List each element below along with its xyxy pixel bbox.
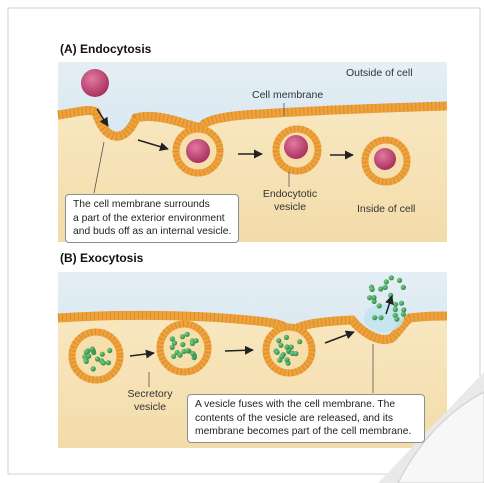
secretion-particle [396,277,403,283]
secretion-particle [180,341,186,348]
secreted-particles [82,275,407,372]
secretion-particle [401,307,407,313]
secretion-particle [283,334,289,340]
particle-internal [374,148,396,170]
secretion-particle [86,353,92,359]
caption-a-line-3: and buds off as an internal vesicle. [73,226,232,237]
secretion-particle [367,295,373,301]
secretory-label-line-2: vesicle [133,401,167,413]
endocytotic-label-line-1: Endocytotic [262,188,318,200]
caption-b-line-3: membrane becomes part of the cell membra… [195,426,412,437]
arrow-b1 [129,349,155,359]
arrow-b-release [385,295,394,315]
secretion-particle [105,360,111,366]
internal-vesicle-membrane-edge [361,136,411,186]
particle-outside [81,69,109,97]
secretion-particle [288,344,294,350]
secretion-particle [169,336,175,342]
caption-b-line-2: contents of the vesicle are released, an… [195,412,394,424]
secretion-particle [400,311,406,317]
secretion-particle [89,346,95,352]
secretion-particle [90,366,96,372]
secretion-particle [94,356,101,362]
secretion-particle [378,286,384,292]
secretion-particle [189,340,196,346]
endocytotic-label-line-2: vesicle [273,201,307,213]
cell-membrane-b [57,310,448,344]
secretion-particle [371,298,377,304]
caption-b-line-1: A vesicle fuses with the cell membrane. … [195,399,396,410]
secretion-particle [382,284,388,290]
secretion-particle [293,351,299,357]
caption-a-line-2: a part of the exterior environment [73,212,225,224]
secretion-particle [372,315,378,321]
endocytotic-vesicle-label: Endocytotic vesicle [262,188,318,214]
arrow-a2 [137,139,169,151]
cell-membrane-label: Cell membrane [252,89,324,101]
secretion-particle [169,344,175,350]
budding-vesicle-membrane-edge [172,125,224,177]
outside-of-cell-label: Outside of cell [346,67,413,79]
secretion-particle [278,342,284,348]
arrow-b2 [224,345,254,355]
secretion-particle [171,353,177,359]
secretion-particle [184,331,190,337]
secretion-particle [179,334,186,340]
secretion-particle [297,339,303,345]
arrow-a1 [96,108,109,127]
caption-box-a: The cell membrane surrounds a part of th… [65,194,240,243]
secretion-particle [193,338,199,344]
secretion-particle [371,295,377,301]
secretion-particle [276,338,282,344]
secretory-vesicle-2-edge [156,320,212,376]
secretion-particle [376,303,382,309]
secretion-particle [177,352,183,358]
secretion-particle [107,347,113,354]
secretion-particle [369,286,375,292]
secretion-particle [392,306,398,313]
inside-of-cell-label: Inside of cell [357,203,416,215]
caption-a-line-1: The cell membrane surrounds [73,199,210,210]
panel-b-heading: (B) Exocytosis [60,251,144,265]
secretion-particle [99,351,105,357]
leader-caption-a [93,141,105,194]
panel-a-heading: (A) Endocytosis [60,42,152,56]
secretion-particle [284,357,290,363]
secretion-particle [388,275,394,281]
secretion-particle [393,301,399,307]
endocytotic-vesicle-membrane-edge [272,125,322,175]
secretion-particle [284,344,290,350]
secretion-particle [274,349,280,355]
secretion-particle [83,349,89,355]
secretion-particle [400,284,406,290]
secretion-particle [388,292,394,298]
arrow-b3 [324,330,355,344]
fusing-vesicle-edge [262,323,316,377]
secretion-particle [171,340,178,346]
secretion-particle [383,279,389,285]
secretion-particle [378,315,384,321]
secretion-particle [185,348,191,354]
particle-budding [186,139,210,163]
secretion-particle [190,351,196,357]
caption-box-b: A vesicle fuses with the cell membrane. … [187,394,425,443]
secretion-particle [83,358,89,364]
secretory-vesicle-label: Secretory vesicle [123,388,177,414]
secretion-particle [279,354,285,360]
secretory-vesicle-1-edge [68,328,124,384]
secretory-label-line-1: Secretory [127,388,173,400]
secretion-particle [394,316,400,322]
cell-membrane-a-edge [57,101,448,141]
secretion-particle [100,360,106,366]
secretion-particle [398,300,405,306]
particle-vesicle [284,135,308,159]
